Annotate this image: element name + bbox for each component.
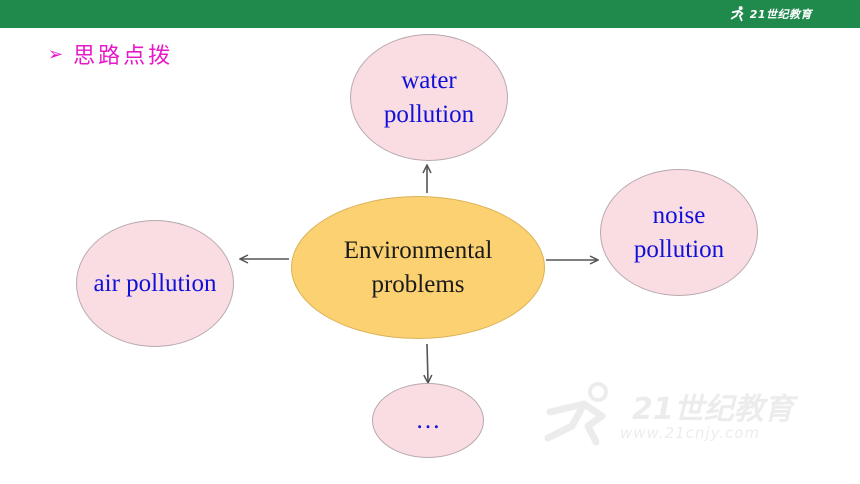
- section-heading: ➢ 思路点拨: [48, 38, 173, 70]
- center-node-label: Environmental problems: [343, 236, 493, 298]
- node-air-pollution: air pollution: [76, 220, 234, 347]
- watermark-url: www.21cnjy.com: [620, 424, 761, 442]
- arrow-to-bottom: [427, 343, 428, 382]
- watermark: 21世纪教育 www.21cnjy.com: [540, 380, 830, 450]
- node-label: …: [415, 406, 441, 434]
- node-label: air pollution: [93, 269, 217, 297]
- runner-watermark-icon: [544, 382, 608, 446]
- runner-logo-icon: [730, 6, 744, 22]
- node-label: water pollution: [383, 66, 475, 128]
- node-more: …: [372, 383, 484, 458]
- watermark-text: 21世纪教育: [632, 392, 794, 427]
- node-noise-pollution: noise pollution: [600, 169, 758, 296]
- brand-logo: 21世纪教育: [729, 5, 812, 23]
- node-water-pollution: water pollution: [350, 34, 508, 161]
- logo-text: 21世纪教育: [749, 8, 812, 21]
- top-bar: 21世纪教育: [0, 0, 860, 28]
- center-node: Environmental problems: [291, 196, 545, 339]
- bullet-arrow-icon: ➢: [48, 43, 64, 65]
- node-label: noise pollution: [633, 201, 725, 263]
- heading-text: 思路点拨: [73, 44, 174, 69]
